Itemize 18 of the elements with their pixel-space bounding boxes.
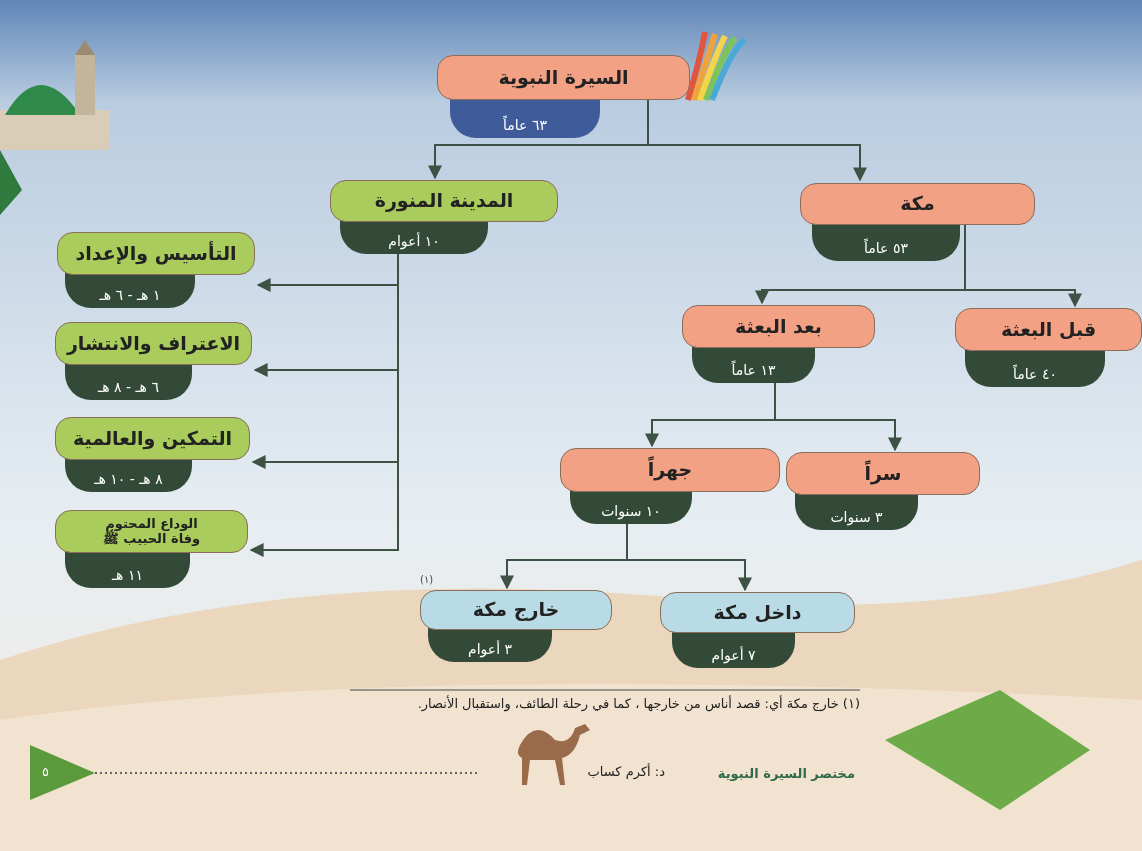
stage-pill: سراً (786, 452, 980, 495)
stage-pill: خارج مكة (420, 590, 612, 630)
stage-pill: التأسيس والإعداد (57, 232, 255, 275)
stage-pill: داخل مكة (660, 592, 855, 633)
stage-pill: الاعتراف والانتشار (55, 322, 252, 365)
stage-pill: بعد البعثة (682, 305, 875, 348)
stage-pill: السيرة النبوية (437, 55, 690, 100)
book-title: مختصر السيرة النبوية (717, 766, 855, 781)
stage-pill: قبل البعثة (955, 308, 1142, 351)
footnote-text: (١) خارج مكة أي: قصد أناس من خارجها ، كما في رحلة الطائف، واستقبال الأنصار. (417, 696, 860, 711)
footnote-marker: (١) (420, 574, 434, 585)
author-name: د: أكرم كساب (587, 764, 665, 779)
stage-pill: التمكين والعالمية (55, 417, 250, 460)
stage-pill: مكة (800, 183, 1035, 225)
page-number: ٥ (42, 764, 49, 779)
stage-pill: المدينة المنورة (330, 180, 558, 222)
stage-pill: جهراً (560, 448, 780, 492)
stage-pill: الوداع المحتوم وفاة الحبيب ﷺ (55, 510, 248, 553)
